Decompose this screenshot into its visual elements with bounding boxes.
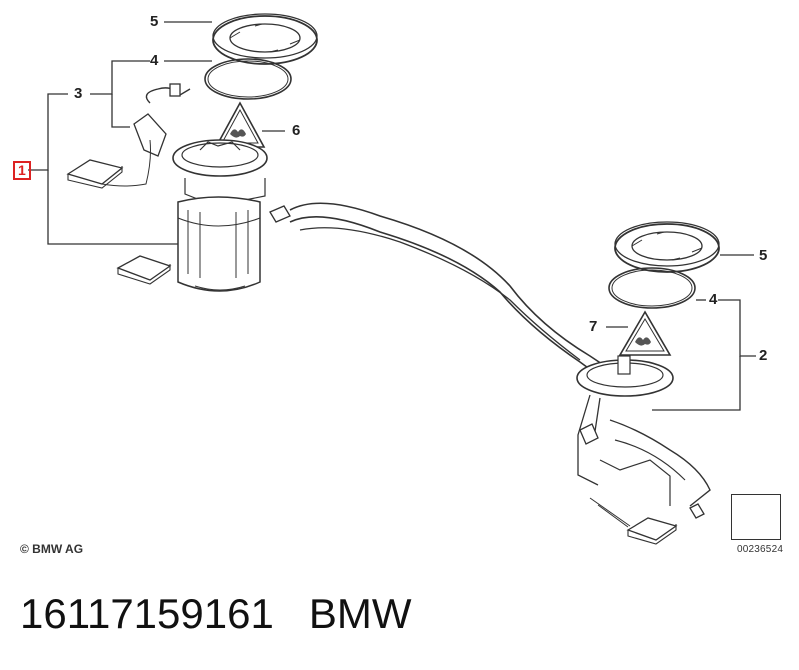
o-ring-right <box>608 267 696 309</box>
callout-6: 6 <box>292 122 301 139</box>
part-number: 16117159161 <box>20 590 274 637</box>
callout-5-top: 5 <box>150 13 159 30</box>
figure-code: 00236524 <box>737 544 784 555</box>
callout-2: 2 <box>759 347 768 364</box>
callout-4-right: 4 <box>709 291 718 308</box>
o-ring-top <box>204 58 292 100</box>
leader-lines <box>28 21 756 411</box>
fuel-hoses <box>269 202 621 385</box>
fuel-pump-assembly-1 <box>116 139 268 292</box>
sealing-ring-right <box>614 221 720 273</box>
copyright-text: © BMW AG <box>20 542 84 556</box>
figure-code-box <box>731 494 781 540</box>
fuel-pump-parts-diagram <box>28 13 776 545</box>
brand-name: BMW <box>308 590 412 637</box>
fuel-level-sensor-2 <box>576 355 711 545</box>
footer-caption: 16117159161 BMW <box>20 590 412 638</box>
sealing-ring-top <box>212 13 318 65</box>
callout-5-right: 5 <box>759 247 768 264</box>
callout-1: 1 <box>13 161 31 180</box>
callout-4-top: 4 <box>150 52 159 69</box>
callout-7: 7 <box>589 318 598 335</box>
fuel-level-sensor-3 <box>66 83 191 189</box>
callout-3: 3 <box>74 85 83 102</box>
warning-label-7 <box>618 310 672 356</box>
